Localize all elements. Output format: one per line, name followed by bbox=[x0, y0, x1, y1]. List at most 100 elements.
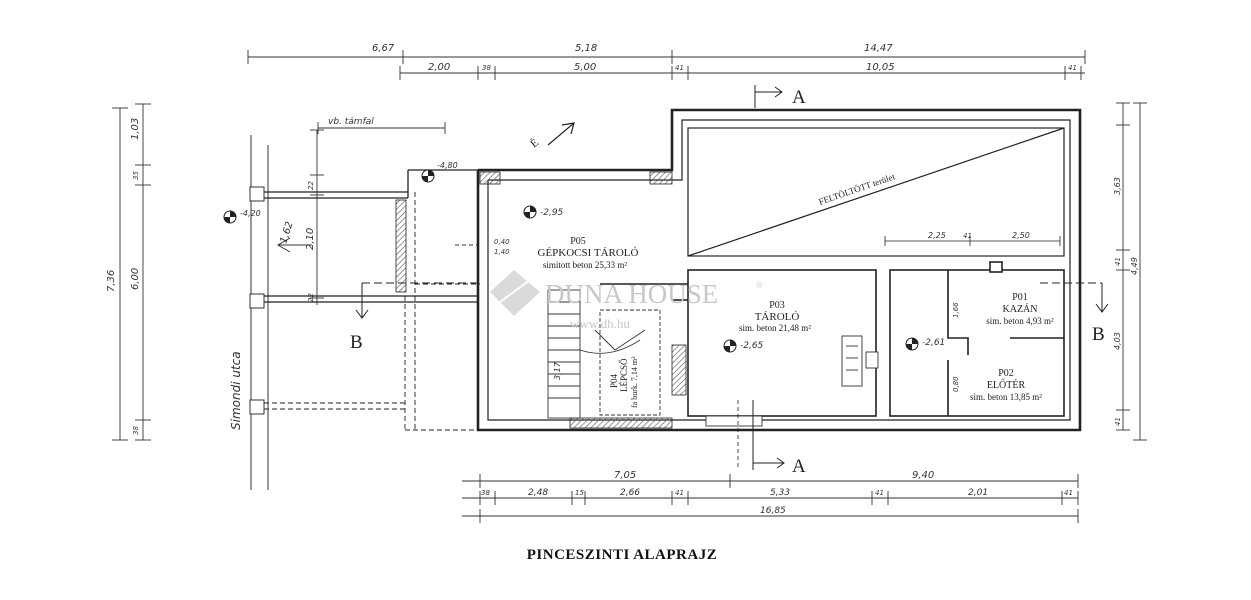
section-b-left bbox=[355, 282, 478, 319]
dim-left-8: 22 bbox=[307, 181, 315, 190]
room-p01-name: KAZÁN bbox=[1003, 303, 1038, 315]
room-p01-area: sim. beton 4,93 m² bbox=[986, 316, 1054, 326]
level-2: -2,95 bbox=[540, 208, 564, 218]
right-dimensions bbox=[1116, 102, 1147, 441]
room-p04-name: LÉPCSŐ bbox=[619, 358, 629, 392]
dim-top-8: 10,05 bbox=[866, 62, 895, 73]
hatch-block bbox=[479, 171, 501, 185]
dim-top-7: 41 bbox=[675, 64, 684, 72]
dim-right-3: 41 bbox=[1114, 257, 1122, 266]
dim-inner-3: 2,50 bbox=[1012, 231, 1030, 240]
dim-right-5: 41 bbox=[1114, 417, 1122, 426]
level-marker-icon bbox=[421, 169, 435, 183]
dim-right-1: 3,63 bbox=[1113, 177, 1122, 195]
street-lines bbox=[249, 135, 269, 490]
dim-left-4: 35 bbox=[132, 171, 140, 180]
room-p02-name: ELŐTÉR bbox=[987, 379, 1026, 391]
section-a-top-label: A bbox=[792, 87, 806, 108]
filled-area bbox=[687, 127, 1065, 257]
retaining-wall bbox=[317, 122, 446, 134]
dim-top-6: 5,00 bbox=[574, 62, 596, 73]
dim-inner-1: 2,25 bbox=[928, 231, 946, 240]
doors bbox=[705, 335, 879, 427]
top-dimensions bbox=[247, 50, 1086, 80]
level-marker-icon bbox=[723, 339, 737, 353]
dim-bottom-1: 7,05 bbox=[614, 470, 636, 481]
dim-inner-2: 41 bbox=[963, 232, 972, 240]
dim-left-5: 38 bbox=[132, 426, 140, 435]
staircase bbox=[547, 289, 661, 419]
dim-top-3: 14,47 bbox=[864, 43, 893, 54]
bottom-dimensions bbox=[462, 474, 1079, 523]
dim-inner-4: 3,17 bbox=[553, 361, 562, 380]
level-marker-icon bbox=[523, 205, 537, 219]
dim-left-2: 6,00 bbox=[130, 268, 141, 290]
dim-top-1: 6,67 bbox=[372, 43, 395, 54]
dim-left-3: 1,03 bbox=[130, 118, 141, 140]
level-5: -2,61 bbox=[922, 338, 945, 348]
street-name: Simondi utca bbox=[229, 351, 243, 430]
room-p04-area: fa burk. 7,14 m² bbox=[630, 356, 639, 408]
dim-bottom-7: 41 bbox=[675, 489, 684, 497]
room-p04-code: P04 bbox=[609, 373, 619, 388]
level-3: -4,20 bbox=[240, 209, 261, 218]
dim-bottom-6: 2,66 bbox=[620, 488, 640, 498]
section-a-bottom bbox=[737, 400, 785, 470]
dim-top-9: 41 bbox=[1068, 64, 1077, 72]
room-p05-code: P05 bbox=[570, 236, 586, 247]
dim-inner-8: 0,80 bbox=[952, 376, 960, 392]
room-p01-code: P01 bbox=[1012, 292, 1028, 303]
level-1: -4,80 bbox=[437, 161, 458, 170]
dim-left-7: 2,10 bbox=[305, 228, 316, 250]
section-b-left-label: B bbox=[350, 332, 363, 353]
level-4: -2,65 bbox=[740, 341, 764, 351]
level-marker-icon bbox=[223, 210, 237, 224]
dim-bottom-4: 2,48 bbox=[528, 488, 548, 498]
section-a-top bbox=[754, 85, 783, 108]
dim-bottom-11: 41 bbox=[1064, 489, 1073, 497]
watermark-brand: DUNA HOUSE bbox=[545, 279, 718, 309]
dim-bottom-5: 15 bbox=[575, 489, 584, 497]
dim-left-6: 1,62 bbox=[278, 220, 295, 245]
hatch-block bbox=[671, 344, 687, 396]
dim-top-5: 38 bbox=[482, 64, 491, 72]
section-b-right-label: B bbox=[1092, 324, 1105, 345]
watermark-logo bbox=[490, 270, 540, 316]
hatch-block bbox=[569, 417, 673, 429]
north-arrow-icon bbox=[547, 122, 575, 146]
dim-bottom-8: 5,33 bbox=[770, 488, 790, 498]
left-dimensions bbox=[112, 103, 324, 441]
dim-bottom-10: 2,01 bbox=[968, 488, 988, 498]
room-p03-area: sim. beton 21,48 m² bbox=[739, 323, 811, 333]
plan-title: PINCESZINTI ALAPRAJZ bbox=[527, 547, 717, 563]
dim-inner-7: 1,66 bbox=[952, 302, 960, 318]
room-p03-name: TÁROLÓ bbox=[755, 311, 800, 323]
dim-inner-5: 0,40 bbox=[494, 238, 510, 246]
dim-bottom-3: 38 bbox=[481, 489, 490, 497]
dim-right-4: 4,03 bbox=[1113, 332, 1122, 350]
dim-bottom-12: 16,85 bbox=[760, 506, 786, 516]
partition-walls bbox=[600, 261, 1065, 417]
room-p02-code: P02 bbox=[998, 368, 1014, 379]
watermark-mark: ® bbox=[756, 280, 763, 290]
dim-inner-6: 1,40 bbox=[494, 248, 510, 256]
wall-note: vb. támfal bbox=[328, 117, 374, 127]
dim-left-1: 7,36 bbox=[106, 270, 117, 292]
room-p05-area: simított beton 25,33 m² bbox=[543, 260, 628, 270]
section-b-right bbox=[1040, 282, 1109, 313]
entry-area bbox=[264, 169, 480, 431]
room-p02-area: sim. beton 13,85 m² bbox=[970, 392, 1042, 402]
north-label: É bbox=[528, 137, 541, 151]
room-p05-name: GÉPKOCSI TÁROLÓ bbox=[538, 247, 639, 259]
hatch-block bbox=[649, 171, 673, 185]
room-p03-code: P03 bbox=[769, 300, 785, 311]
building-walls bbox=[476, 108, 1082, 432]
watermark-site: www.dh.hu bbox=[570, 316, 630, 331]
dim-bottom-9: 41 bbox=[875, 489, 884, 497]
section-a-bottom-label: A bbox=[792, 456, 806, 477]
dim-top-2: 5,18 bbox=[575, 43, 597, 54]
entry-arrow bbox=[277, 237, 478, 253]
level-marker-icon bbox=[905, 337, 919, 351]
dim-left-9: 22 bbox=[307, 293, 315, 302]
